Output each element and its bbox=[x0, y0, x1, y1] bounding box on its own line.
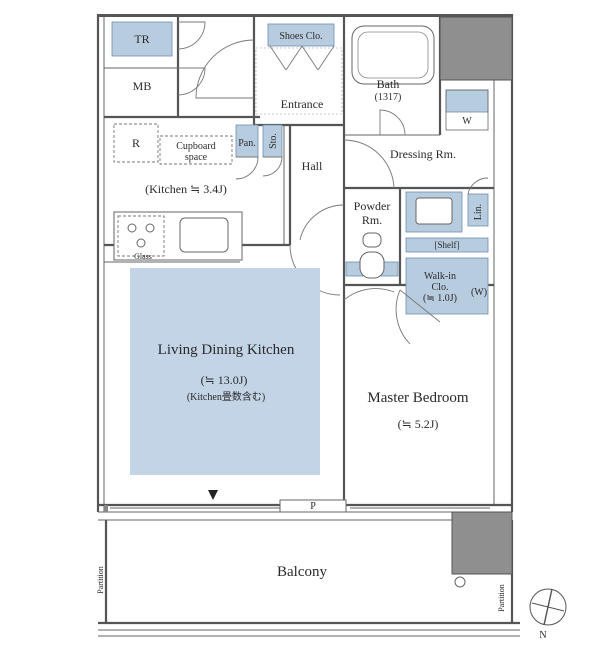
burner-1 bbox=[127, 223, 137, 233]
master-area: (≒ 5.2J) bbox=[398, 417, 439, 431]
front-windows bbox=[104, 499, 490, 513]
ldk-area bbox=[130, 268, 320, 475]
master-label: Master Bedroom bbox=[367, 390, 469, 406]
ldk-note: (Kitchen畳数含む) bbox=[187, 390, 265, 403]
dressing-door bbox=[343, 139, 395, 189]
entrance-label: Entrance bbox=[281, 97, 324, 111]
powder-label-1: Powder bbox=[354, 199, 391, 213]
powder-door bbox=[299, 204, 345, 241]
bathtub bbox=[351, 25, 435, 85]
compass-north: N bbox=[539, 630, 546, 641]
shoes-label: Shoes Clo. bbox=[279, 31, 322, 42]
bath-door bbox=[379, 109, 406, 136]
pillar-top bbox=[439, 16, 513, 81]
mb-label: MB bbox=[133, 79, 152, 93]
cupboard-label-1: Cupboard bbox=[176, 141, 215, 152]
powder-label-2: Rm. bbox=[362, 213, 382, 227]
linen-door bbox=[467, 177, 489, 195]
partition-right-label: Partition bbox=[497, 584, 506, 612]
toilet-seat bbox=[359, 251, 385, 279]
walkin-closet bbox=[405, 257, 489, 315]
balcony bbox=[98, 519, 520, 637]
kitchen-sink bbox=[179, 217, 229, 253]
shoes-doors bbox=[269, 45, 335, 71]
pillar-balcony bbox=[451, 511, 513, 575]
p-label: P bbox=[310, 501, 316, 512]
drain bbox=[454, 576, 466, 588]
storage-door bbox=[262, 156, 283, 177]
toilet-tank bbox=[362, 232, 382, 248]
hall-label: Hall bbox=[302, 159, 323, 173]
mb-door bbox=[177, 67, 206, 96]
bathtub-inner bbox=[357, 31, 429, 79]
lin-label: Lin. bbox=[473, 204, 484, 220]
compass bbox=[529, 588, 567, 626]
pan-label: Pan. bbox=[238, 138, 256, 149]
shoes-closet bbox=[267, 23, 335, 47]
walkin-w-label: (W) bbox=[471, 287, 487, 298]
ldk-area-label: (≒ 13.0J) bbox=[201, 373, 248, 387]
cupboard-space bbox=[159, 135, 233, 165]
master-door bbox=[343, 288, 395, 301]
shelf-label: [Shelf] bbox=[435, 240, 460, 250]
bath-label: Bath bbox=[377, 77, 400, 91]
washbasin bbox=[415, 197, 453, 225]
linen bbox=[467, 193, 489, 227]
bath-size: (1317) bbox=[375, 92, 402, 103]
washer bbox=[445, 89, 489, 113]
glass-label: Glass bbox=[134, 252, 152, 261]
kitchen-label: (Kitchen ≒ 3.4J) bbox=[145, 182, 227, 196]
entrance-door bbox=[195, 39, 255, 99]
balcony-label: Balcony bbox=[277, 564, 327, 580]
washer-pan bbox=[445, 89, 489, 131]
pantry-door bbox=[235, 156, 259, 180]
burner-2 bbox=[145, 223, 155, 233]
partition-left-label: Partition bbox=[96, 566, 105, 594]
cooktop bbox=[117, 215, 165, 257]
walkin-label-1: Walk-in bbox=[424, 271, 456, 282]
walkin-label-2: Clo. bbox=[432, 282, 449, 293]
entry-marker bbox=[208, 490, 218, 500]
refrigerator-space bbox=[113, 123, 159, 163]
r-label: R bbox=[132, 136, 140, 150]
walkin-label-3: (≒ 1.0J) bbox=[423, 293, 457, 304]
washer-label: W bbox=[462, 116, 472, 127]
tr-fixture bbox=[111, 21, 173, 57]
cupboard-label-2: space bbox=[185, 152, 208, 163]
burner-3 bbox=[136, 238, 146, 248]
dressing-label: Dressing Rm. bbox=[390, 147, 456, 161]
tr-door bbox=[177, 21, 206, 50]
shelf bbox=[405, 237, 489, 253]
sto-label: Sto. bbox=[268, 133, 279, 149]
tr-label: TR bbox=[134, 32, 149, 46]
ldk-label: Living Dining Kitchen bbox=[158, 342, 295, 358]
walkin-door bbox=[395, 289, 441, 345]
